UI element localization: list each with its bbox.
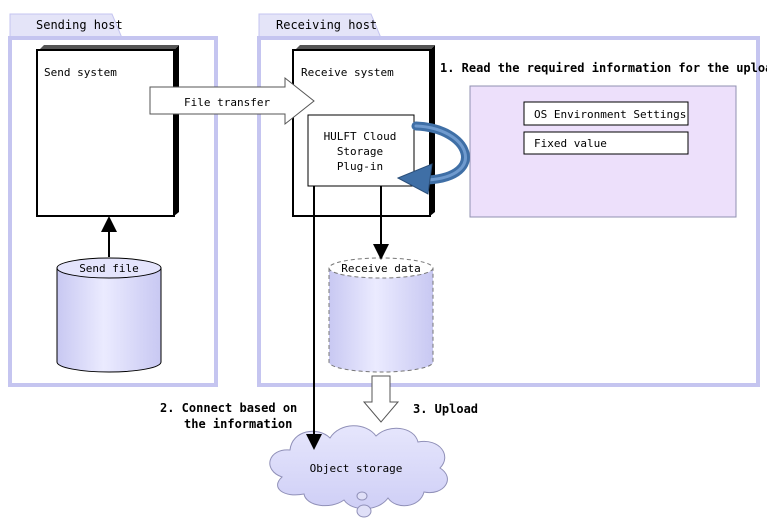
object-storage-label: Object storage <box>310 462 403 475</box>
read-info-curved-arrow <box>396 121 470 195</box>
step1-label: 1. Read the required information for the… <box>440 61 767 75</box>
file-transfer-label: File transfer <box>184 96 270 109</box>
cloud-bubble-large <box>356 491 368 501</box>
fixed-value-label: Fixed value <box>534 137 607 150</box>
send-file-label: Send file <box>79 262 139 275</box>
object-storage-cloud: Object storage <box>269 425 448 518</box>
plugin-label-line3: Plug-in <box>337 160 383 173</box>
step2-label-line1: 2. Connect based on <box>160 401 297 415</box>
receive-data-label: Receive data <box>341 262 420 275</box>
receive-system-label: Receive system <box>301 66 394 79</box>
send-file-cylinder: Send file <box>56 257 162 373</box>
step2-label-line2: the information <box>184 417 292 431</box>
os-env-settings-box <box>523 101 689 126</box>
fixed-value-box <box>523 131 689 155</box>
plugin-label-line1: HULFT Cloud <box>324 130 397 143</box>
plugin-label-line2: Storage <box>337 145 383 158</box>
plugin-box: HULFT Cloud Storage Plug-in <box>307 114 415 187</box>
file-transfer-arrow: File transfer <box>149 76 315 126</box>
receive-data-cylinder: Receive data <box>328 257 434 373</box>
sending-host-label: Sending host <box>36 18 123 32</box>
cloud-bubble-medium <box>356 504 372 518</box>
step3-label: 3. Upload <box>413 402 478 416</box>
send-system-label: Send system <box>44 66 117 79</box>
settings-panel: OS Environment Settings Fixed value <box>469 85 737 218</box>
upload-arrow <box>362 375 400 423</box>
receiving-host-label: Receiving host <box>276 18 377 32</box>
send-system-box: Send system <box>36 45 179 217</box>
os-env-settings-label: OS Environment Settings <box>534 108 686 121</box>
